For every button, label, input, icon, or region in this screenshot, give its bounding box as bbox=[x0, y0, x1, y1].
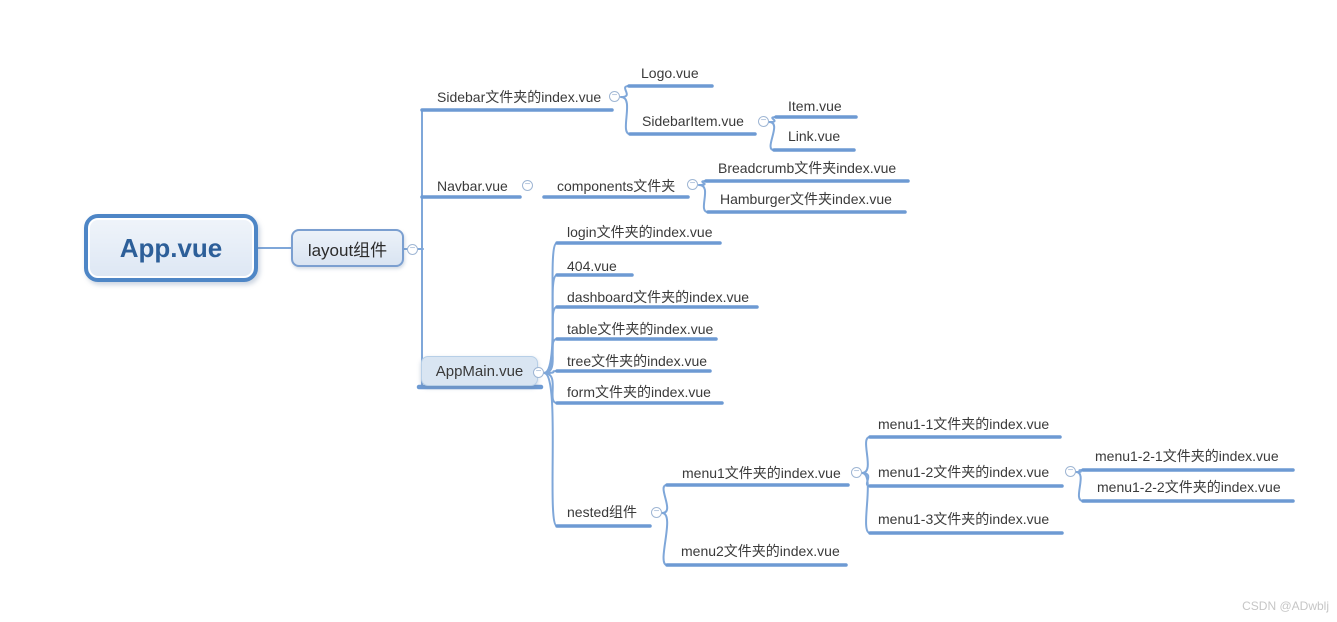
node-dashboard[interactable]: dashboard文件夹的index.vue bbox=[567, 289, 750, 305]
node-item[interactable]: Item.vue bbox=[788, 98, 842, 114]
node-menu1[interactable]: menu1文件夹的index.vue bbox=[682, 465, 841, 481]
node-menu2[interactable]: menu2文件夹的index.vue bbox=[681, 543, 840, 559]
node-login[interactable]: login文件夹的index.vue bbox=[567, 224, 713, 240]
nested-branch-arm bbox=[661, 512, 669, 566]
node-sidebaritem[interactable]: SidebarItem.vue bbox=[642, 113, 744, 129]
node-table[interactable]: table文件夹的index.vue bbox=[567, 321, 714, 337]
node-menu1-2[interactable]: menu1-2文件夹的index.vue bbox=[878, 464, 1050, 480]
node-breadcrumb[interactable]: Breadcrumb文件夹index.vue bbox=[718, 160, 897, 176]
collapse-icon-nested[interactable]: − bbox=[651, 507, 662, 518]
collapse-icon-menu1-2[interactable]: − bbox=[1065, 466, 1076, 477]
collapse-icon-sidebar[interactable]: − bbox=[609, 91, 620, 102]
collapse-icon-menu1[interactable]: − bbox=[851, 467, 862, 478]
collapse-icon-sidebaritem[interactable]: − bbox=[758, 116, 769, 127]
menu1-branch-arm bbox=[861, 436, 871, 474]
node-menu1-1[interactable]: menu1-1文件夹的index.vue bbox=[878, 416, 1050, 432]
node-sidebar-index[interactable]: Sidebar文件夹的index.vue bbox=[437, 89, 602, 105]
nested-branch-arm bbox=[661, 484, 669, 514]
sidebaritem-branch-arm bbox=[768, 121, 776, 151]
sidebar-branch-arm bbox=[620, 85, 630, 98]
node-tree[interactable]: tree文件夹的index.vue bbox=[567, 353, 708, 369]
menu1-2-branch-arm bbox=[1075, 471, 1084, 502]
node-layout[interactable]: layout组件 bbox=[291, 229, 404, 267]
appmain-branch-arm bbox=[543, 372, 558, 527]
node-underlines bbox=[416, 84, 1295, 567]
node-form[interactable]: form文件夹的index.vue bbox=[567, 384, 711, 400]
node-menu1-3[interactable]: menu1-3文件夹的index.vue bbox=[878, 511, 1050, 527]
collapse-icon-layout[interactable]: − bbox=[407, 244, 418, 255]
node-link[interactable]: Link.vue bbox=[788, 128, 841, 144]
appmain-branch-arm bbox=[543, 372, 558, 404]
collapse-icon-appmain[interactable]: − bbox=[533, 367, 544, 378]
node-navbar[interactable]: Navbar.vue bbox=[437, 178, 508, 194]
node-components[interactable]: components文件夹 bbox=[557, 178, 676, 194]
node-404[interactable]: 404.vue bbox=[567, 258, 617, 274]
collapse-icon-components[interactable]: − bbox=[687, 179, 698, 190]
menu1-branch-arm bbox=[861, 472, 871, 534]
node-hamburger[interactable]: Hamburger文件夹index.vue bbox=[720, 191, 892, 207]
node-appmain[interactable]: AppMain.vue bbox=[421, 356, 538, 386]
node-menu1-2-2[interactable]: menu1-2-2文件夹的index.vue bbox=[1097, 479, 1281, 495]
node-logo[interactable]: Logo.vue bbox=[641, 65, 699, 81]
csdn-watermark: CSDN @ADwblj bbox=[1242, 599, 1329, 613]
sidebar-branch-arm bbox=[620, 96, 631, 135]
collapse-icon-navbar[interactable]: − bbox=[522, 180, 533, 191]
node-app-root[interactable]: App.vue bbox=[84, 214, 258, 282]
components-branch-arm bbox=[698, 184, 709, 213]
node-menu1-2-1[interactable]: menu1-2-1文件夹的index.vue bbox=[1095, 448, 1279, 464]
node-nested[interactable]: nested组件 bbox=[567, 504, 638, 520]
